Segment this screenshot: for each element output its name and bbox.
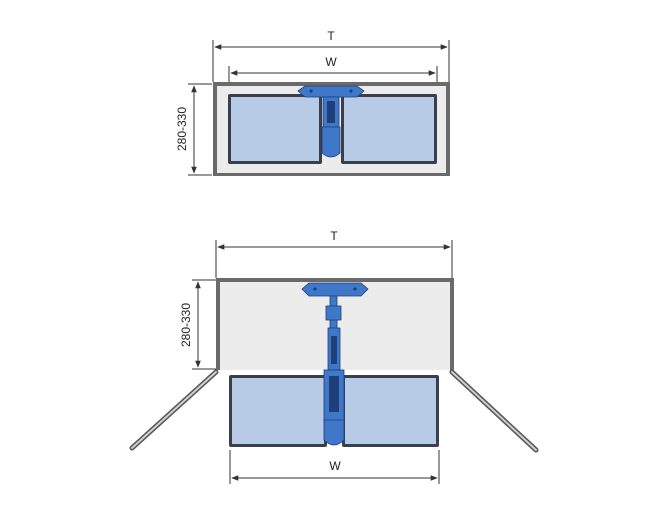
top-t-dimension: T <box>212 29 450 82</box>
bottom-view-open: T 280-330 <box>129 229 539 484</box>
top-view-closed: T W 280-330 <box>175 29 450 176</box>
bottom-t-dimension: T <box>215 229 453 278</box>
top-mechanism <box>297 85 365 158</box>
bottom-w-label: W <box>329 459 341 473</box>
bottom-depth-label: 280-330 <box>179 303 193 347</box>
bottom-t-label: T <box>330 229 338 243</box>
bottom-w-dimension: W <box>229 450 440 484</box>
top-w-label: W <box>325 55 337 69</box>
top-depth-dimension: 280-330 <box>175 83 212 176</box>
left-door <box>129 369 219 451</box>
bottom-depth-dimension: 280-330 <box>179 279 216 370</box>
top-depth-label: 280-330 <box>175 107 189 151</box>
right-door <box>449 369 539 453</box>
bottom-mechanism <box>301 282 369 446</box>
top-t-label: T <box>327 29 335 43</box>
